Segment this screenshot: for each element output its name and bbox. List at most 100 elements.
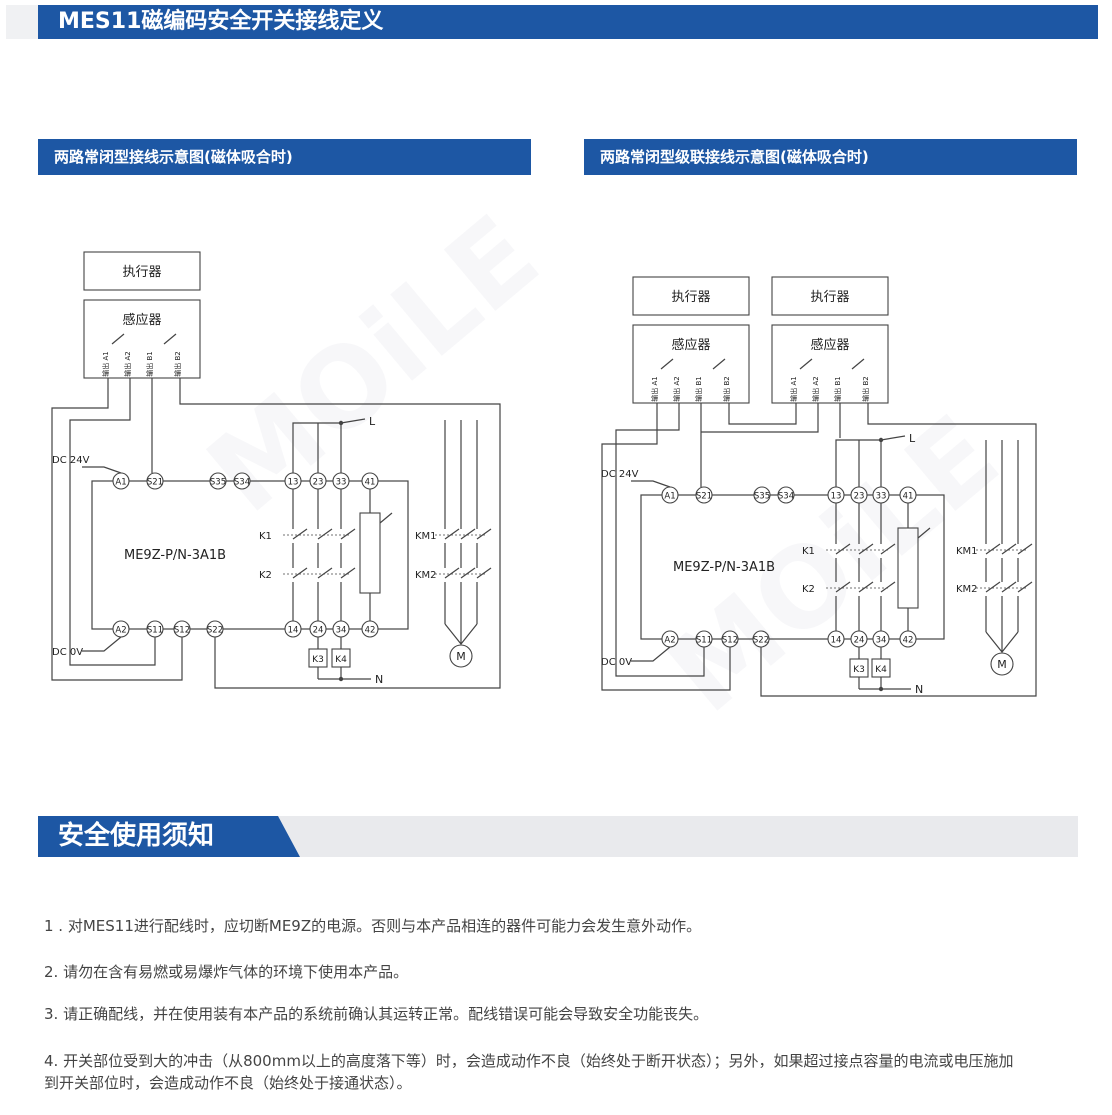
- l-label: L: [909, 432, 916, 445]
- wire: [111, 333, 125, 345]
- dc0-label: DC 0V: [601, 657, 632, 668]
- wire: [835, 439, 881, 487]
- terminal-label: 42: [365, 626, 376, 636]
- wire: [601, 413, 731, 691]
- terminal-label: A1: [115, 478, 126, 488]
- wire: [317, 567, 333, 579]
- motor-label: M: [997, 658, 1007, 671]
- dc24-label: DC 24V: [601, 469, 639, 480]
- sensor-box: [632, 324, 750, 404]
- wire: [179, 388, 501, 689]
- wire: [917, 527, 931, 539]
- terminal-label: S21: [696, 492, 712, 502]
- n-label: N: [375, 673, 383, 686]
- wire: [317, 528, 333, 540]
- relay-label: K3: [853, 665, 865, 675]
- terminal-label: 24: [313, 626, 324, 636]
- wire: [631, 646, 671, 662]
- wire: [1001, 581, 1017, 593]
- wire: [880, 581, 896, 593]
- pin-label: 输出 A1: [789, 376, 798, 401]
- pin-label: 输出 B2: [173, 351, 182, 376]
- sensor-label: 感应器: [122, 312, 161, 328]
- wire: [835, 543, 851, 555]
- terminal-label: S21: [147, 478, 163, 488]
- wire: [163, 333, 177, 345]
- terminal-label: A2: [115, 626, 126, 636]
- motor-label: M: [456, 650, 466, 663]
- wire: [69, 388, 156, 666]
- pin-label: 输出 B2: [722, 376, 731, 401]
- terminal-label: S12: [722, 636, 738, 646]
- relay-label: K4: [875, 665, 887, 675]
- wire: [799, 358, 813, 370]
- wire: [1001, 543, 1017, 555]
- sensor-box: [83, 299, 201, 379]
- k2-label: K2: [802, 584, 815, 595]
- motor: [449, 644, 473, 668]
- actuator-box-label: 执行器: [122, 265, 161, 280]
- wire: [340, 567, 356, 579]
- pin-label: 输出 A2: [811, 376, 820, 401]
- terminal-label: 33: [876, 492, 887, 502]
- junction-dot: [878, 686, 884, 692]
- safety-note: 4. 开关部位受到大的冲击（从800mm以上的高度落下等）时，会造成动作不良（始…: [44, 1052, 1014, 1092]
- wire: [985, 543, 1001, 555]
- terminal-label: 34: [336, 626, 347, 636]
- terminal-label: 13: [831, 492, 842, 502]
- terminal: [777, 486, 795, 504]
- sensor-label: 感应器: [810, 337, 849, 353]
- safety-note: 2. 请勿在含有易燃或易爆炸气体的环境下使用本产品。: [44, 963, 409, 981]
- actuator-box-label: 执行器: [671, 290, 710, 305]
- terminal-label: S22: [753, 636, 769, 646]
- wire: [444, 528, 460, 540]
- wire: [631, 480, 671, 488]
- terminal-label: 34: [876, 636, 887, 646]
- actuator-box: [83, 251, 201, 291]
- wire: [880, 435, 906, 441]
- safety-note: 3. 请正确配线，并在使用装有本产品的系统前确认其运转正常。配线错误可能会导致安…: [44, 1005, 709, 1023]
- pin-label: 输出 A2: [672, 376, 681, 401]
- diagram-left-title: 两路常闭型接线示意图(磁体吸合时): [38, 139, 531, 175]
- wire: [760, 413, 1037, 697]
- k2-label: K2: [259, 570, 272, 581]
- terminal-label: S12: [174, 626, 190, 636]
- terminal-label: S34: [234, 478, 250, 488]
- k1-label: K1: [802, 546, 815, 557]
- wire: [858, 581, 874, 593]
- terminal: [209, 472, 227, 490]
- wire: [858, 543, 874, 555]
- junction-dot: [338, 676, 344, 682]
- module-label: ME9Z-P/N-3A1B: [124, 548, 226, 563]
- wire: [292, 422, 341, 473]
- terminal-label: S11: [147, 626, 163, 636]
- terminal: [695, 486, 713, 504]
- motor: [990, 652, 1014, 676]
- km1-label: KM1: [415, 531, 437, 542]
- terminal-label: 24: [854, 636, 865, 646]
- wire: [880, 543, 896, 555]
- wire: [82, 466, 122, 474]
- terminal-label: S11: [696, 636, 712, 646]
- safety-title: 安全使用须知: [38, 816, 300, 857]
- dc24-label: DC 24V: [52, 455, 90, 466]
- terminal: [146, 472, 164, 490]
- wire: [292, 567, 308, 579]
- wire: [476, 528, 492, 540]
- n-label: N: [915, 683, 923, 696]
- terminal-label: A2: [664, 636, 675, 646]
- wire: [835, 581, 851, 593]
- terminal-label: 13: [288, 478, 299, 488]
- actuator-box-label: 执行器: [810, 290, 849, 305]
- pin-label: 输出 A2: [123, 351, 132, 376]
- actuator-box: [771, 276, 889, 316]
- wire: [460, 567, 476, 579]
- terminal-label: 14: [831, 636, 842, 646]
- km1-label: KM1: [956, 546, 978, 557]
- terminal: [753, 486, 771, 504]
- wire: [615, 413, 705, 677]
- terminal-label: 23: [313, 478, 324, 488]
- terminal-label: 23: [854, 492, 865, 502]
- wire: [476, 567, 492, 579]
